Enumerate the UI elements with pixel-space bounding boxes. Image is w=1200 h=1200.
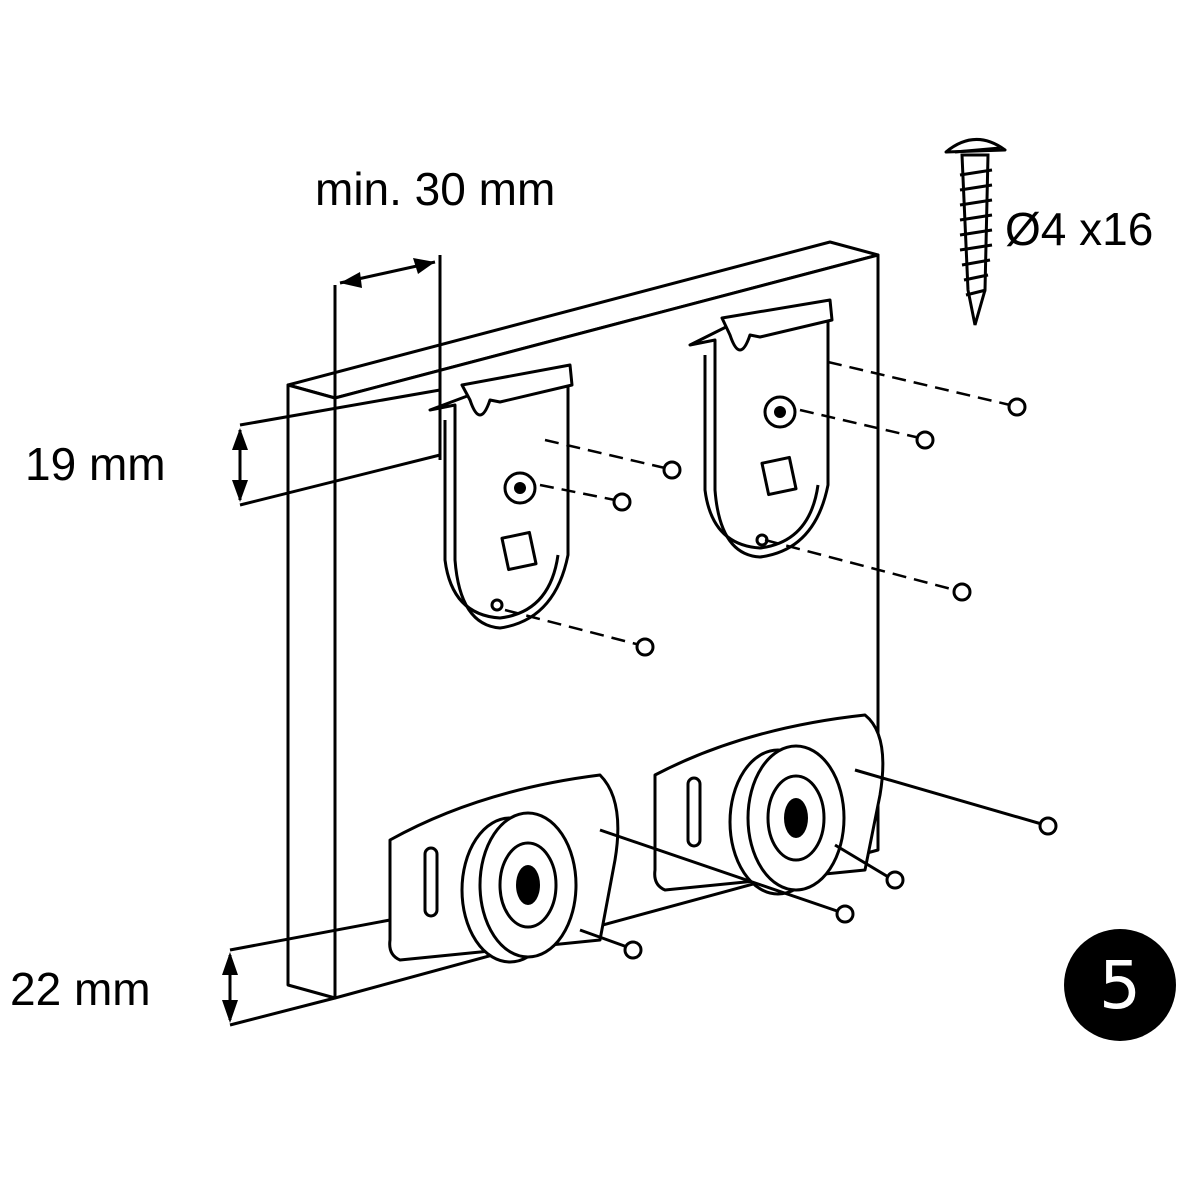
bottom-offset-label: 22 mm <box>10 963 151 1015</box>
step-number-badge: 5 <box>1064 929 1176 1041</box>
screw-size-label: Ø4 x16 <box>1005 203 1153 255</box>
roller-right <box>653 713 885 896</box>
top-offset-label: 19 mm <box>25 438 166 490</box>
dimension-top-offset <box>232 388 441 507</box>
top-bracket-right <box>688 298 834 559</box>
screw-icon <box>944 138 1007 326</box>
screws <box>612 397 1058 960</box>
step-number: 5 <box>1099 947 1141 1024</box>
top-bracket-left <box>428 363 574 630</box>
min-width-label: min. 30 mm <box>315 163 555 215</box>
roller-left <box>388 773 620 964</box>
dimension-min-width <box>333 255 442 460</box>
screw-guides <box>504 360 1046 950</box>
dimension-bottom-offset <box>222 918 391 1027</box>
